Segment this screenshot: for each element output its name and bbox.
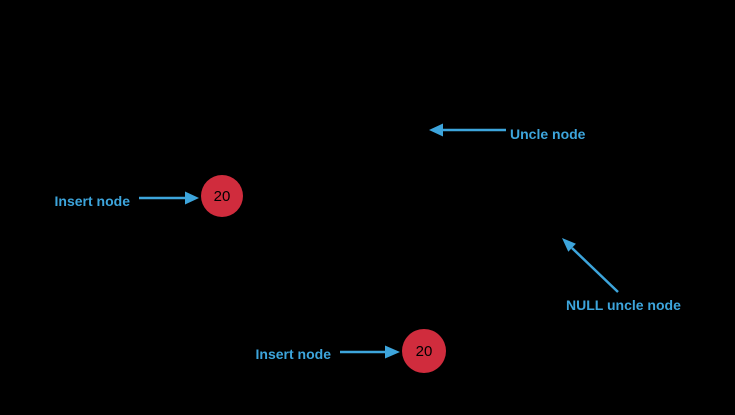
tree-node-insert-top: 20 — [201, 175, 243, 217]
arrow-up-left-icon — [562, 238, 619, 293]
node-value: 20 — [416, 343, 433, 360]
arrow-shaft — [571, 247, 619, 293]
arrow-left-icon — [429, 123, 506, 137]
arrow-head — [385, 345, 400, 359]
arrow-head — [185, 191, 199, 205]
arrow-right-icon — [139, 191, 199, 205]
tree-node-insert-bottom: 20 — [402, 329, 446, 373]
uncle-node-label: Uncle node — [510, 126, 586, 142]
arrow-head — [562, 238, 576, 252]
node-circle — [201, 175, 243, 217]
insert-node-top-label: Insert node — [55, 193, 131, 209]
null-uncle-node-label: NULL uncle node — [566, 297, 681, 313]
annotation-insert-top: Insert node — [55, 191, 199, 209]
node-circle — [402, 329, 446, 373]
arrow-head — [429, 123, 443, 137]
insert-node-bottom-label: Insert node — [256, 346, 332, 362]
annotation-null-uncle: NULL uncle node — [562, 238, 681, 313]
arrow-right-icon — [340, 345, 400, 359]
node-value: 20 — [214, 188, 231, 205]
annotation-uncle: Uncle node — [429, 123, 586, 142]
annotation-insert-bottom: Insert node — [256, 345, 400, 362]
